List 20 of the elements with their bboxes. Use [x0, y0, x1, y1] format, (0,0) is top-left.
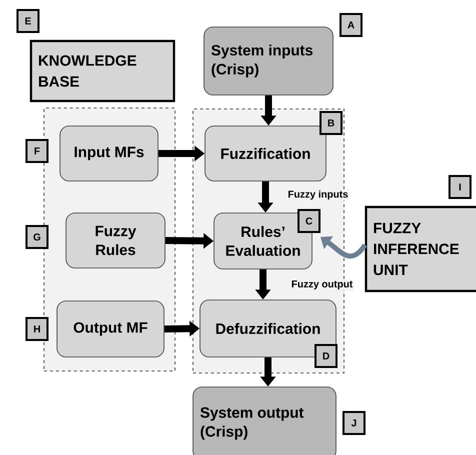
- heading-box: FUZZY INFERENCE UNIT: [364, 206, 476, 292]
- process-box: Fuzzy Rules: [66, 212, 166, 268]
- edge-label: Fuzzy output: [290, 280, 354, 290]
- terminal-box: System output (Crisp): [192, 386, 336, 455]
- terminal-box: System inputs (Crisp): [204, 26, 334, 96]
- callout-letter: D: [314, 344, 338, 368]
- callout-letter: F: [26, 139, 48, 163]
- callout-letter: C: [298, 209, 320, 233]
- callout-letter: E: [16, 9, 40, 33]
- callout-letter: I: [448, 175, 472, 199]
- heading-box: KNOWLEDGE BASE: [30, 40, 176, 102]
- process-box: Fuzzification: [204, 126, 326, 182]
- callout-letter: J: [342, 411, 366, 435]
- edge-label: Fuzzy inputs: [286, 189, 350, 201]
- callout-letter: A: [340, 13, 362, 37]
- callout-letter: G: [26, 225, 48, 249]
- callout-letter: H: [26, 317, 48, 341]
- callout-letter: B: [320, 111, 342, 135]
- process-box: Input MFs: [60, 126, 158, 182]
- process-box: Output MF: [56, 300, 164, 358]
